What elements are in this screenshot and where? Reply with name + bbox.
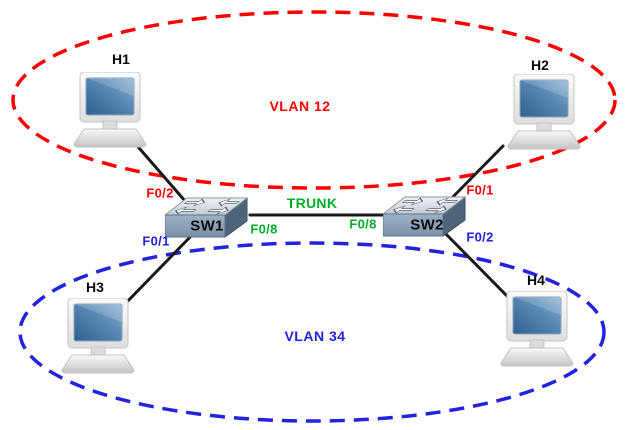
host-h4-label: H4 [527,272,545,288]
trunk-label: TRUNK [286,195,338,211]
host-h1-node [70,71,150,153]
vlan34-boundary-ellipse [18,241,606,423]
host-h3-node [58,297,138,379]
computer-icon [61,297,135,374]
host-h2-label: H2 [531,57,549,73]
link-h3-sw1 [121,230,197,308]
port-sw2-f0-8-label: F0/8 [349,216,377,232]
port-sw1-f0-8-label: F0/8 [250,221,278,237]
host-h3-label: H3 [86,279,104,295]
vlan34-label: VLAN 34 [284,328,346,344]
computer-icon [73,71,147,148]
port-sw2-f0-2-label: F0/2 [466,229,494,245]
host-h4-node [497,290,577,372]
vlan12-boundary-ellipse [11,10,617,190]
host-h1-label: H1 [112,51,130,67]
switch-icon [163,196,249,238]
computer-icon [500,290,574,367]
switch-sw2-label: SW2 [410,216,444,234]
switch-sw2-node [381,195,469,242]
link-h4-sw2 [438,226,511,300]
switch-icon [381,195,467,237]
link-h1-sw1 [131,139,194,211]
switch-sw1-node [163,196,251,243]
port-sw2-f0-1-label: F0/1 [466,182,494,198]
host-h2-node [504,73,584,155]
vlan12-label: VLAN 12 [269,98,331,114]
computer-icon [507,73,581,150]
port-sw1-f0-2-label: F0/2 [146,185,174,201]
switch-sw1-label: SW1 [190,217,224,235]
port-sw1-f0-1-label: F0/1 [142,233,170,249]
